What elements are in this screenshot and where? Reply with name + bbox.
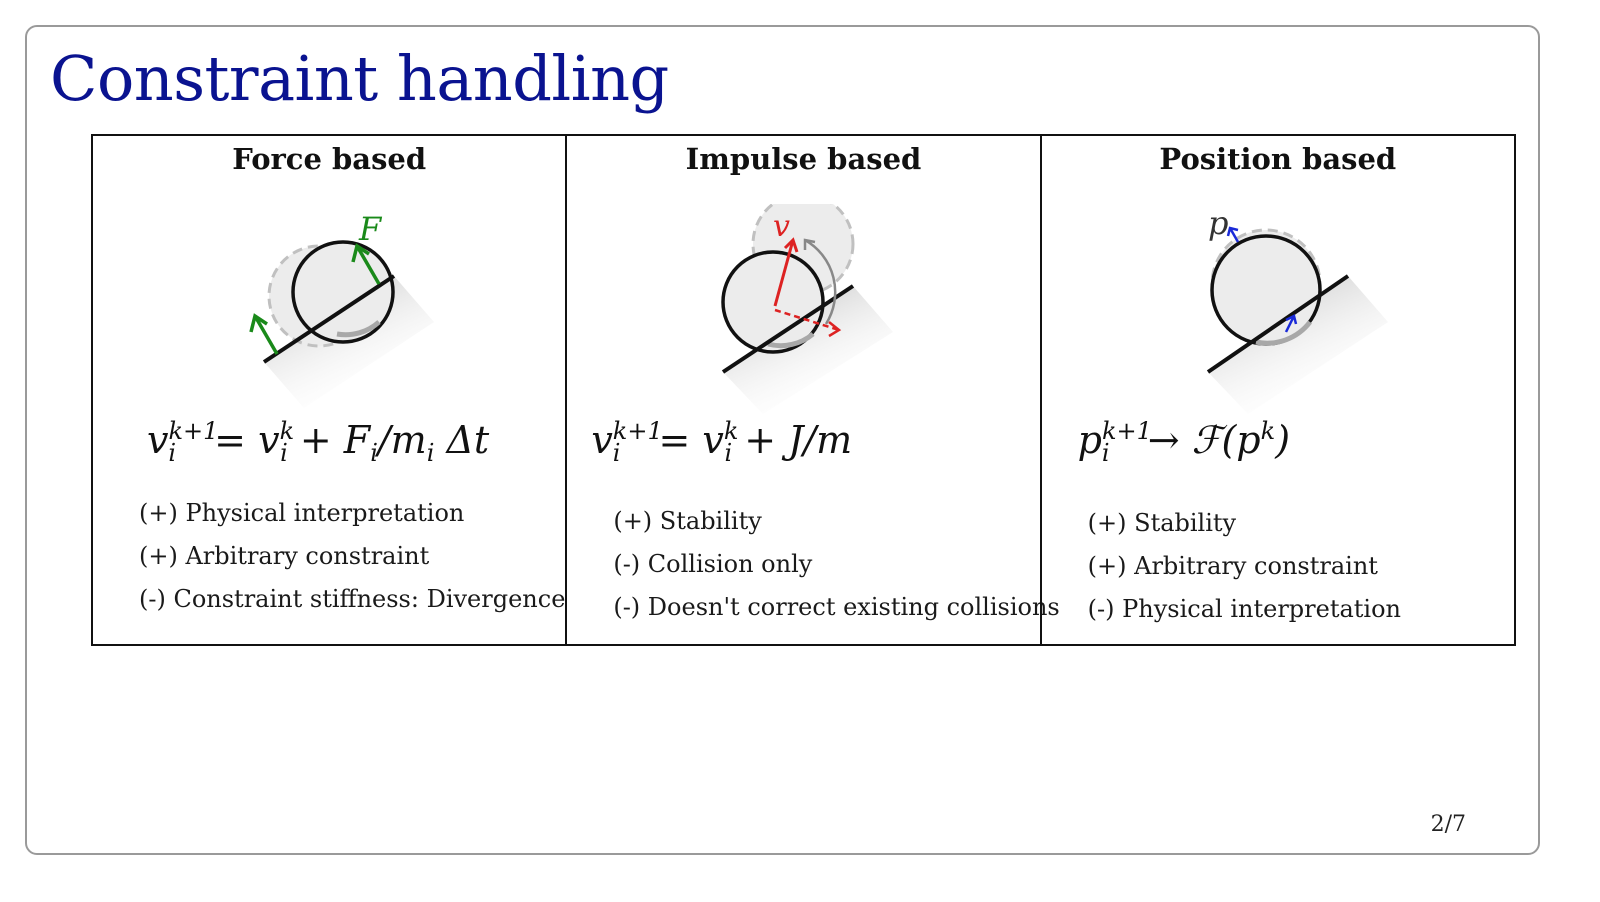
impulse-arrow	[775, 308, 840, 332]
list-item: (+) Arbitrary constraint	[1087, 552, 1378, 580]
slide-title: Constraint handling	[50, 42, 669, 115]
force-bullet-list: (+) Physical interpretation (+) Arbitrar…	[139, 498, 565, 627]
list-item: (-) Collision only	[613, 550, 813, 578]
projection-arrow-bottom	[1284, 315, 1295, 333]
ground-shadow	[723, 286, 894, 414]
rotation-arc	[804, 238, 837, 325]
list-item: (-) Doesn't correct existing collisions	[613, 593, 1060, 621]
impulse-diagram: v	[721, 204, 894, 414]
ground-line	[722, 284, 855, 374]
ball-circle	[721, 250, 826, 354]
ground-shadow	[1207, 276, 1388, 414]
panel-title: Force based	[232, 142, 427, 176]
projection-arrow-top	[1228, 227, 1239, 243]
force-diagram: F	[249, 210, 435, 408]
velocity-arrow	[774, 239, 795, 307]
position-diagram: p	[1206, 204, 1388, 414]
panel-title: Impulse based	[685, 142, 922, 176]
position-label: p	[1208, 204, 1228, 242]
ball-shadow-arc	[336, 320, 381, 338]
panel-position-based: Position based p pk+1i → ℱ(pk) (+)	[1039, 136, 1514, 644]
list-item: (+) Stability	[1087, 509, 1237, 537]
list-item: (-) Constraint stiffness: Divergence	[139, 585, 566, 613]
list-item: (+) Physical interpretation	[139, 499, 465, 527]
list-item: (+) Stability	[613, 507, 762, 535]
position-equation: pk+1i → ℱ(pk)	[1077, 417, 1291, 467]
force-arrows	[249, 243, 381, 355]
position-bullet-list: (+) Stability (+) Arbitrary constraint (…	[1088, 508, 1401, 637]
ball-shadow-arc	[767, 332, 816, 349]
velocity-label: v	[773, 209, 790, 244]
impulse-bullet-list: (+) Stability (-) Collision only (-) Doe…	[613, 506, 1059, 635]
page-number: 2/7	[1430, 812, 1466, 837]
comparison-table: Force based F vk+1i = vki	[91, 134, 1516, 646]
ball-shadow-arc	[1255, 320, 1312, 346]
ball-circle	[291, 240, 395, 344]
list-item: (-) Physical interpretation	[1087, 595, 1402, 623]
ground-line	[1206, 274, 1349, 374]
list-item: (+) Arbitrary constraint	[139, 542, 430, 570]
force-label: F	[358, 210, 383, 248]
panel-force-based: Force based F vk+1i = vki	[93, 136, 565, 644]
slide-frame	[25, 25, 1540, 855]
ground-line	[263, 274, 396, 364]
panel-title: Position based	[1159, 142, 1397, 176]
force-equation: vk+1i = vki + Fi/mi Δt	[147, 417, 490, 467]
impulse-equation: vk+1i = vki + J/m	[591, 417, 853, 467]
panel-impulse-based: Impulse based v vk+1i = vki +	[565, 136, 1060, 644]
